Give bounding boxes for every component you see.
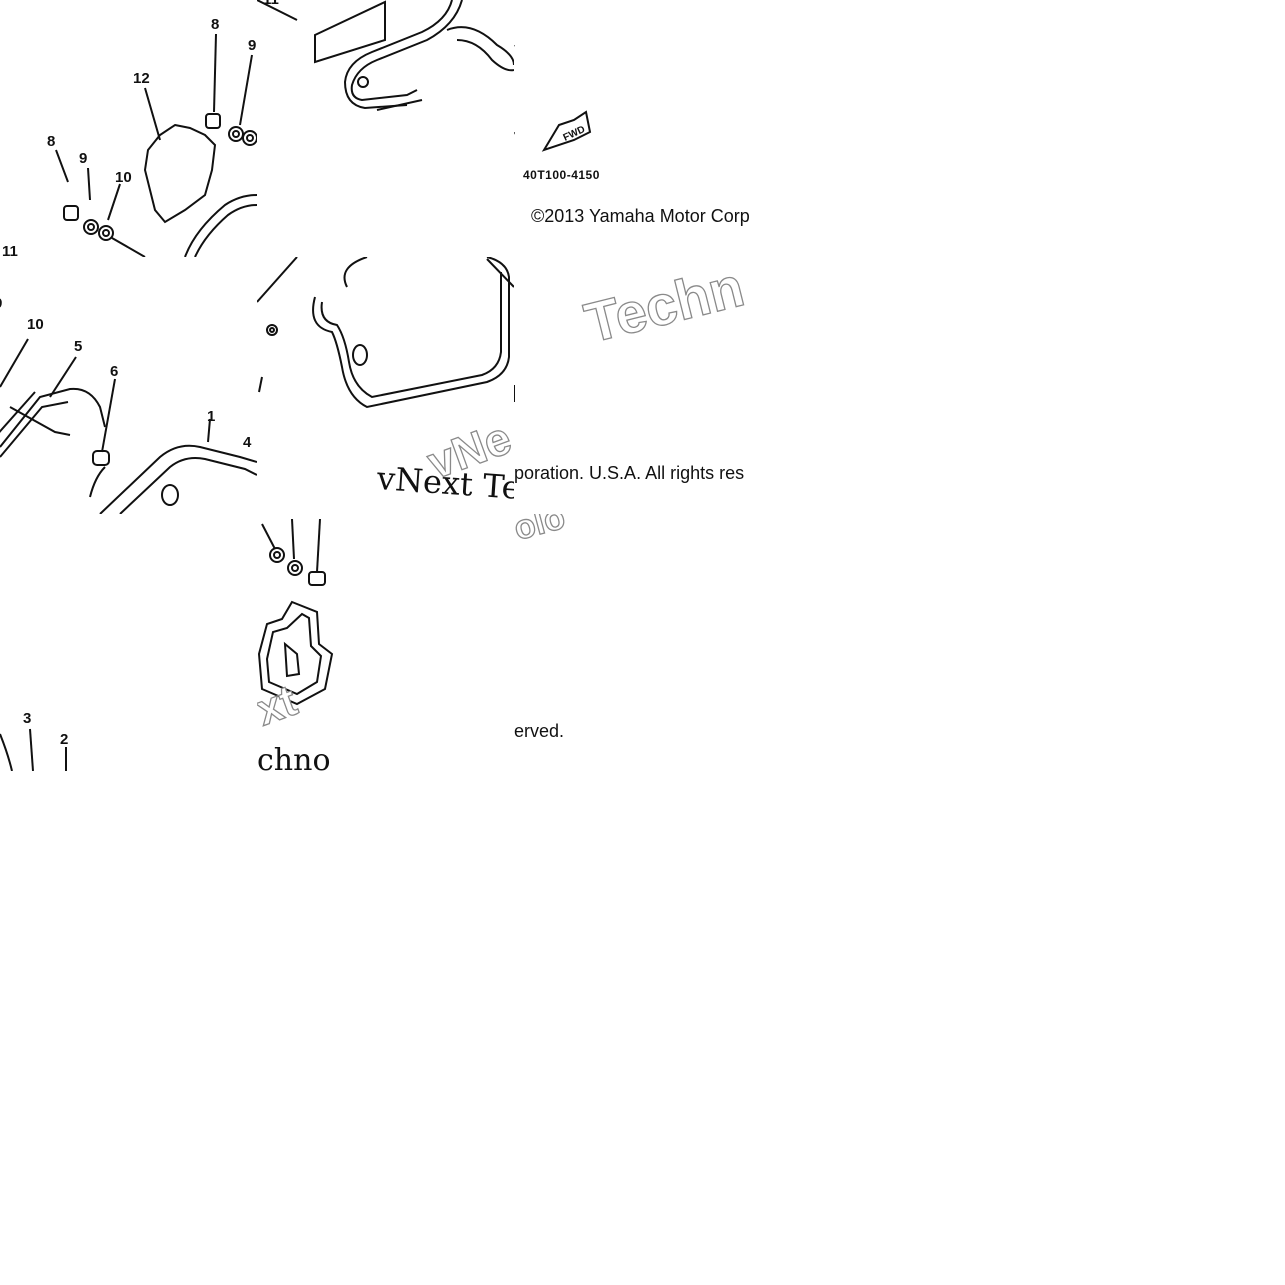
diagram-tile-upper-left: 8 9 12 8 9 10 11 bbox=[0, 0, 257, 257]
callout-8: 8 bbox=[47, 133, 56, 150]
callout-7: 7 bbox=[514, 130, 515, 145]
diagram-tile-center: vNext Te vNe bbox=[257, 257, 514, 514]
copyright-line-2: poration. U.S.A. All rights res bbox=[514, 463, 745, 483]
diagram-tile-upper-right: FWD 7 40T100-4150 ©2013 Yamaha Motor Cor… bbox=[514, 0, 771, 257]
diagram-tile-upper-center: 11 bbox=[257, 0, 514, 257]
callout-6: 6 bbox=[110, 363, 119, 380]
watermark-outline: olo bbox=[514, 514, 570, 549]
diagram-tile-lower-right: olo erved. bbox=[514, 514, 771, 771]
callout-10: 10 bbox=[27, 316, 44, 333]
side-cover-center-drawing bbox=[257, 257, 514, 409]
callout-11: 11 bbox=[263, 0, 279, 7]
copyright-line-1: ©2013 Yamaha Motor Corp bbox=[531, 206, 750, 226]
callout-11: 11 bbox=[2, 243, 18, 257]
gasket-bolt-drawing bbox=[257, 518, 334, 706]
watermark-serif: chno bbox=[257, 743, 331, 772]
callout-9: 9 bbox=[248, 37, 257, 54]
watermark-outline: Techn bbox=[578, 257, 751, 355]
side-cover-top-drawing bbox=[257, 0, 514, 111]
side-cover-front-drawing bbox=[0, 338, 257, 514]
callout-1: 1 bbox=[207, 408, 216, 425]
lower-fastener-drawing bbox=[0, 728, 67, 771]
callout-8: 8 bbox=[211, 16, 220, 33]
diagram-tile-middle-left: 9 10 5 6 1 4 bbox=[0, 257, 257, 514]
callout-2: 2 bbox=[60, 731, 69, 748]
callout-12: 12 bbox=[133, 70, 150, 87]
bracket-fastener-drawing bbox=[55, 33, 257, 257]
callout-9: 9 bbox=[0, 296, 2, 311]
part-code: 40T100-4150 bbox=[523, 168, 600, 182]
callout-9: 9 bbox=[79, 150, 88, 167]
callout-5: 5 bbox=[74, 338, 83, 355]
callout-10: 10 bbox=[115, 169, 132, 186]
fwd-arrow-drawing: FWD bbox=[514, 45, 592, 152]
diagram-tile-middle-right: Techn poration. U.S.A. All rights res bbox=[514, 257, 771, 514]
diagram-tile-lower-center: xt chno bbox=[257, 514, 514, 771]
copyright-line-3: erved. bbox=[514, 721, 565, 741]
diagram-tile-lower-left: 3 2 bbox=[0, 514, 257, 771]
callout-4: 4 bbox=[243, 434, 252, 451]
callout-3: 3 bbox=[23, 710, 32, 727]
